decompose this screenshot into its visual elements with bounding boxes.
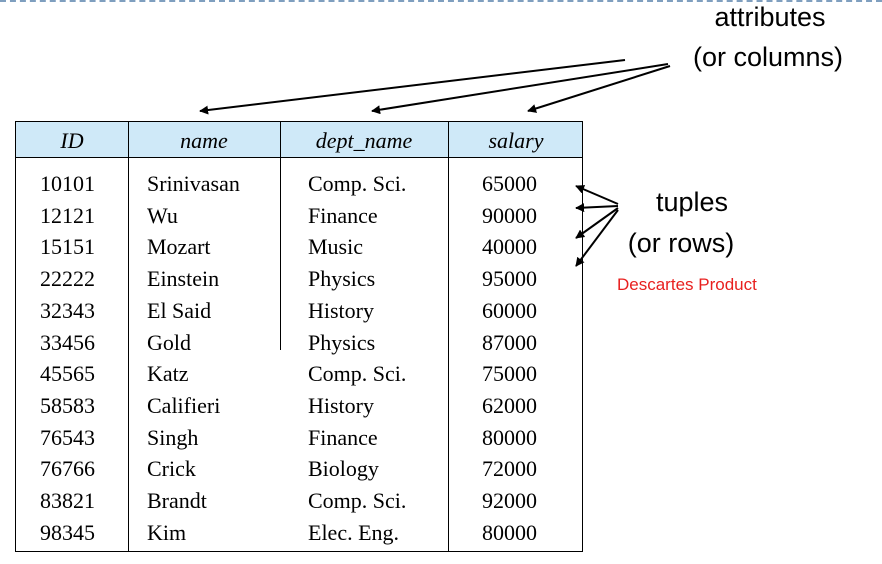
table-cell: 83821	[40, 488, 95, 514]
header-id: ID	[60, 128, 84, 153]
table-cell: Mozart	[147, 234, 211, 260]
table-cell: Finance	[308, 202, 378, 228]
header-name: name	[180, 128, 228, 153]
tuples-sublabel: (or rows)	[627, 228, 735, 258]
table-cell: 92000	[482, 488, 537, 514]
table-cell: Kim	[147, 519, 187, 545]
table-cell: Comp. Sci.	[308, 488, 407, 514]
table-cell: 65000	[482, 171, 537, 196]
table-cell: Music	[308, 234, 363, 260]
column-divider	[448, 122, 449, 551]
table-cell: 75000	[482, 361, 537, 387]
column-divider	[128, 122, 129, 551]
header-dept-name: dept_name	[315, 128, 413, 153]
attribute-arrow	[199, 59, 626, 115]
table-cell: 22222	[40, 266, 95, 292]
table-cell: 15151	[40, 234, 95, 260]
salary-column: 65000 90000 40000 95000 60000 87000 75000 62000…	[482, 168, 537, 548]
table-cell: 98345	[40, 519, 95, 545]
top-dashed-border	[0, 0, 882, 2]
table-cell: El Said	[147, 297, 212, 323]
tuple-arrow	[575, 207, 619, 239]
table-cell: 62000	[482, 392, 537, 418]
table-cell: 40000	[482, 234, 537, 260]
attributes-sublabel: (or columns)	[692, 42, 844, 72]
table-cell: 32343	[40, 297, 95, 323]
table-cell: Crick	[147, 456, 196, 482]
table-cell: Comp. Sci.	[308, 361, 407, 387]
table-cell: 80000	[482, 519, 537, 545]
table-cell: 45565	[40, 361, 95, 387]
table-cell: Gold	[147, 329, 191, 355]
table-cell: 12121	[40, 202, 95, 228]
table-cell: Einstein	[147, 266, 220, 292]
attributes-label: attributes	[714, 2, 826, 32]
table-cell: 80000	[482, 424, 537, 450]
table-cell: Califieri	[147, 392, 221, 418]
table-cell: 33456	[40, 329, 95, 355]
table-cell: 60000	[482, 297, 537, 323]
tuples-label: tuples	[655, 187, 729, 217]
table-cell: Finance	[308, 424, 378, 450]
table-cell: Elec. Eng.	[308, 519, 400, 545]
id-column: 10101 12121 15151 22222 32343 33456 45565 58583…	[40, 168, 95, 548]
table-cell: Comp. Sci.	[308, 171, 407, 196]
table-cell: Physics	[308, 329, 376, 355]
table-cell: Wu	[147, 202, 178, 228]
tuple-arrow	[575, 209, 619, 267]
table-cell: Physics	[308, 266, 376, 292]
table-cell: 58583	[40, 392, 95, 418]
table-cell: 76543	[40, 424, 95, 450]
attribute-arrow	[527, 65, 671, 113]
table-cell: Brandt	[147, 488, 207, 514]
tuple-arrow	[575, 185, 619, 205]
table-cell: 95000	[482, 266, 537, 292]
header-salary: salary	[488, 128, 544, 153]
attribute-arrow	[371, 63, 669, 115]
table-cell: History	[308, 297, 374, 323]
descartes-product-annotation: Descartes Product	[617, 275, 757, 294]
table-cell: 90000	[482, 202, 537, 228]
table-cell: 76766	[40, 456, 95, 482]
column-divider	[280, 122, 281, 350]
table-cell: Katz	[147, 361, 189, 387]
table-cell: 10101	[40, 171, 95, 196]
table-cell: Srinivasan	[147, 171, 240, 196]
table-cell: History	[308, 392, 374, 418]
table-cell: Biology	[308, 456, 379, 482]
tuple-arrow	[575, 203, 619, 213]
table-cell: 87000	[482, 329, 537, 355]
relation-table: ID name dept_name salary 10101 12121 15151…	[15, 121, 583, 552]
table-cell: Singh	[147, 424, 199, 450]
table-cell: 72000	[482, 456, 537, 482]
table-header: ID name dept_name salary	[16, 122, 582, 158]
